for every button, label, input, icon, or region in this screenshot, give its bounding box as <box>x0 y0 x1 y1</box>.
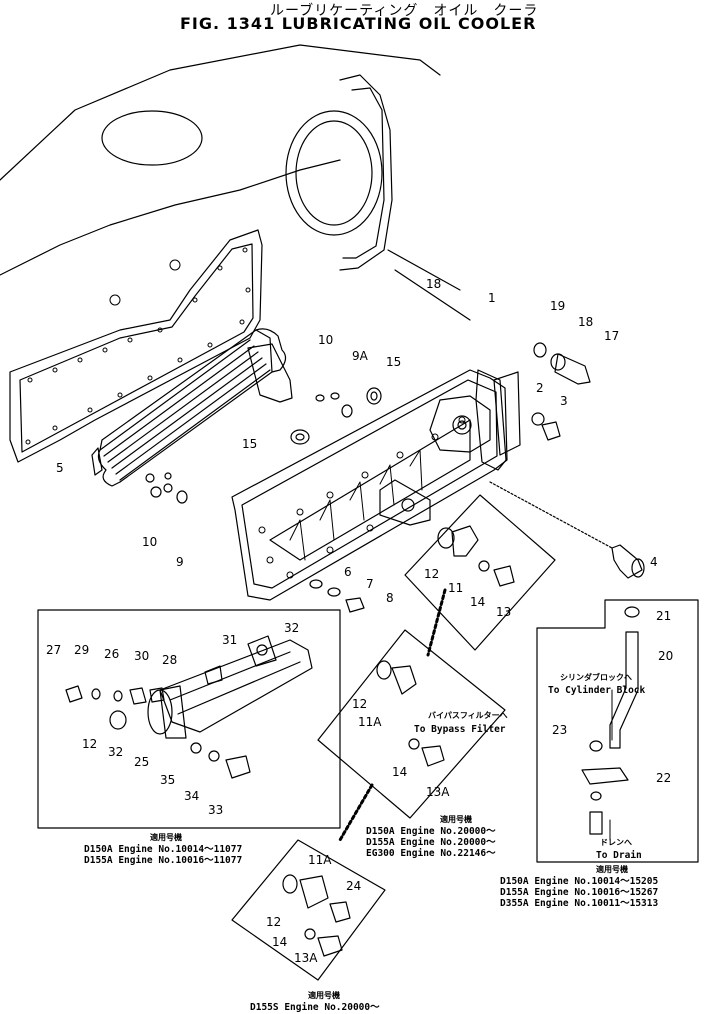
inset-d155s <box>231 783 386 981</box>
callout-9: 9 <box>176 555 184 569</box>
callout-19: 19 <box>550 299 565 313</box>
applicability-heading-1: 適用号機 <box>150 832 182 842</box>
callout-11a-bypass: 11A <box>358 715 382 729</box>
callout-5: 5 <box>56 461 64 475</box>
callout-9a: 9A <box>352 349 369 363</box>
cooler-cover <box>231 369 508 601</box>
callout-15-upper: 15 <box>386 355 401 369</box>
applicability-3-line-1: D150A Engine No.10014～15205 <box>500 876 658 887</box>
callout-10-lower: 10 <box>142 535 157 549</box>
front-gasket <box>475 369 521 471</box>
callout-18-washer: 18 <box>578 315 593 329</box>
applicability-1-line-1: D150A Engine No.10014～11077 <box>84 844 242 855</box>
callout-11: 11 <box>448 581 463 595</box>
callout-28: 28 <box>162 653 177 667</box>
callout-2: 2 <box>536 381 544 395</box>
callout-3: 3 <box>560 394 568 408</box>
applicability-1-line-2: D155A Engine No.10016～11077 <box>84 855 242 866</box>
callout-7: 7 <box>366 577 374 591</box>
cooler-element <box>91 328 293 487</box>
callout-17: 17 <box>604 329 619 343</box>
callout-14-bypass: 14 <box>392 765 407 779</box>
callout-11a-d155s: 11A <box>308 853 332 867</box>
inset-pipe-assembly <box>37 609 341 829</box>
washers-6-7-nut-8 <box>309 579 365 613</box>
callout-12-left: 12 <box>82 737 97 751</box>
callout-10-upper: 10 <box>318 333 333 347</box>
callout-34: 34 <box>184 789 199 803</box>
callout-12-d155s: 12 <box>266 915 281 929</box>
bolt-17-washer-18-19 <box>531 342 591 441</box>
callout-30: 30 <box>134 649 149 663</box>
to-bypass-filter: To Bypass Filter <box>414 724 506 735</box>
callout-12-bypass: 12 <box>352 697 367 711</box>
callout-25: 25 <box>134 755 149 769</box>
to-bypass-filter-jp: バイパスフィルターへ <box>428 710 508 720</box>
applicability-3-line-3: D355A Engine No.10011～15313 <box>500 898 658 909</box>
callout-27: 27 <box>46 643 61 657</box>
callout-31: 31 <box>222 633 237 647</box>
to-drain: To Drain <box>596 850 642 861</box>
applicability-3-line-2: D155A Engine No.10016～15267 <box>500 887 658 898</box>
figure-title: FIG. 1341 LUBRICATING OIL COOLER <box>180 14 537 33</box>
callout-35: 35 <box>160 773 175 787</box>
o-rings-10-9 <box>150 392 353 504</box>
callout-13a-bypass: 13A <box>426 785 450 799</box>
callout-13: 13 <box>496 605 511 619</box>
inset-drain-tube <box>536 599 699 863</box>
callout-32-left: 32 <box>108 745 123 759</box>
applicability-4-line-1: D155S Engine No.20000～ <box>250 1002 380 1013</box>
inset-cover-plate <box>404 494 556 651</box>
callout-32-top: 32 <box>284 621 299 635</box>
seals-15 <box>290 387 382 445</box>
applicability-2-line-1: D150A Engine No.20000～ <box>366 826 496 837</box>
callout-6: 6 <box>344 565 352 579</box>
callout-1: 1 <box>488 291 496 305</box>
figure-title-japanese: ルーブリケーティング オイル クーラ <box>270 3 539 19</box>
to-drain-jp: ドレンへ <box>600 838 632 847</box>
callout-8: 8 <box>386 591 394 605</box>
callout-33: 33 <box>208 803 223 817</box>
callout-22: 22 <box>656 771 671 785</box>
applicability-heading-4: 適用号機 <box>308 990 340 1000</box>
callout-15-lower: 15 <box>242 437 257 451</box>
inset-bypass-filter <box>317 588 506 819</box>
applicability-heading-3: 適用号機 <box>596 864 628 874</box>
applicability-heading-2: 適用号機 <box>440 814 472 824</box>
callout-4: 4 <box>650 555 658 569</box>
applicability-2-line-3: EG300 Engine No.22146～ <box>366 848 496 859</box>
engine-block-outline <box>0 44 471 321</box>
to-cylinder-block-jp: シリンダブロックへ <box>560 672 632 682</box>
gasket-rear <box>9 229 263 463</box>
callout-13a-d155s: 13A <box>294 951 318 965</box>
callout-21: 21 <box>656 609 671 623</box>
callout-14-d155s: 14 <box>272 935 287 949</box>
elbow-fitting-4 <box>489 481 645 579</box>
callout-12-right: 12 <box>424 567 439 581</box>
callout-23: 23 <box>552 723 567 737</box>
callout-29: 29 <box>74 643 89 657</box>
applicability-2-line-2: D155A Engine No.20000～ <box>366 837 496 848</box>
callout-24: 24 <box>346 879 361 893</box>
callout-18-gasket: 18 <box>426 277 441 291</box>
to-cylinder-block: To Cylinder Block <box>548 685 646 696</box>
callout-26: 26 <box>104 647 119 661</box>
callout-20: 20 <box>658 649 673 663</box>
callout-14: 14 <box>470 595 485 609</box>
